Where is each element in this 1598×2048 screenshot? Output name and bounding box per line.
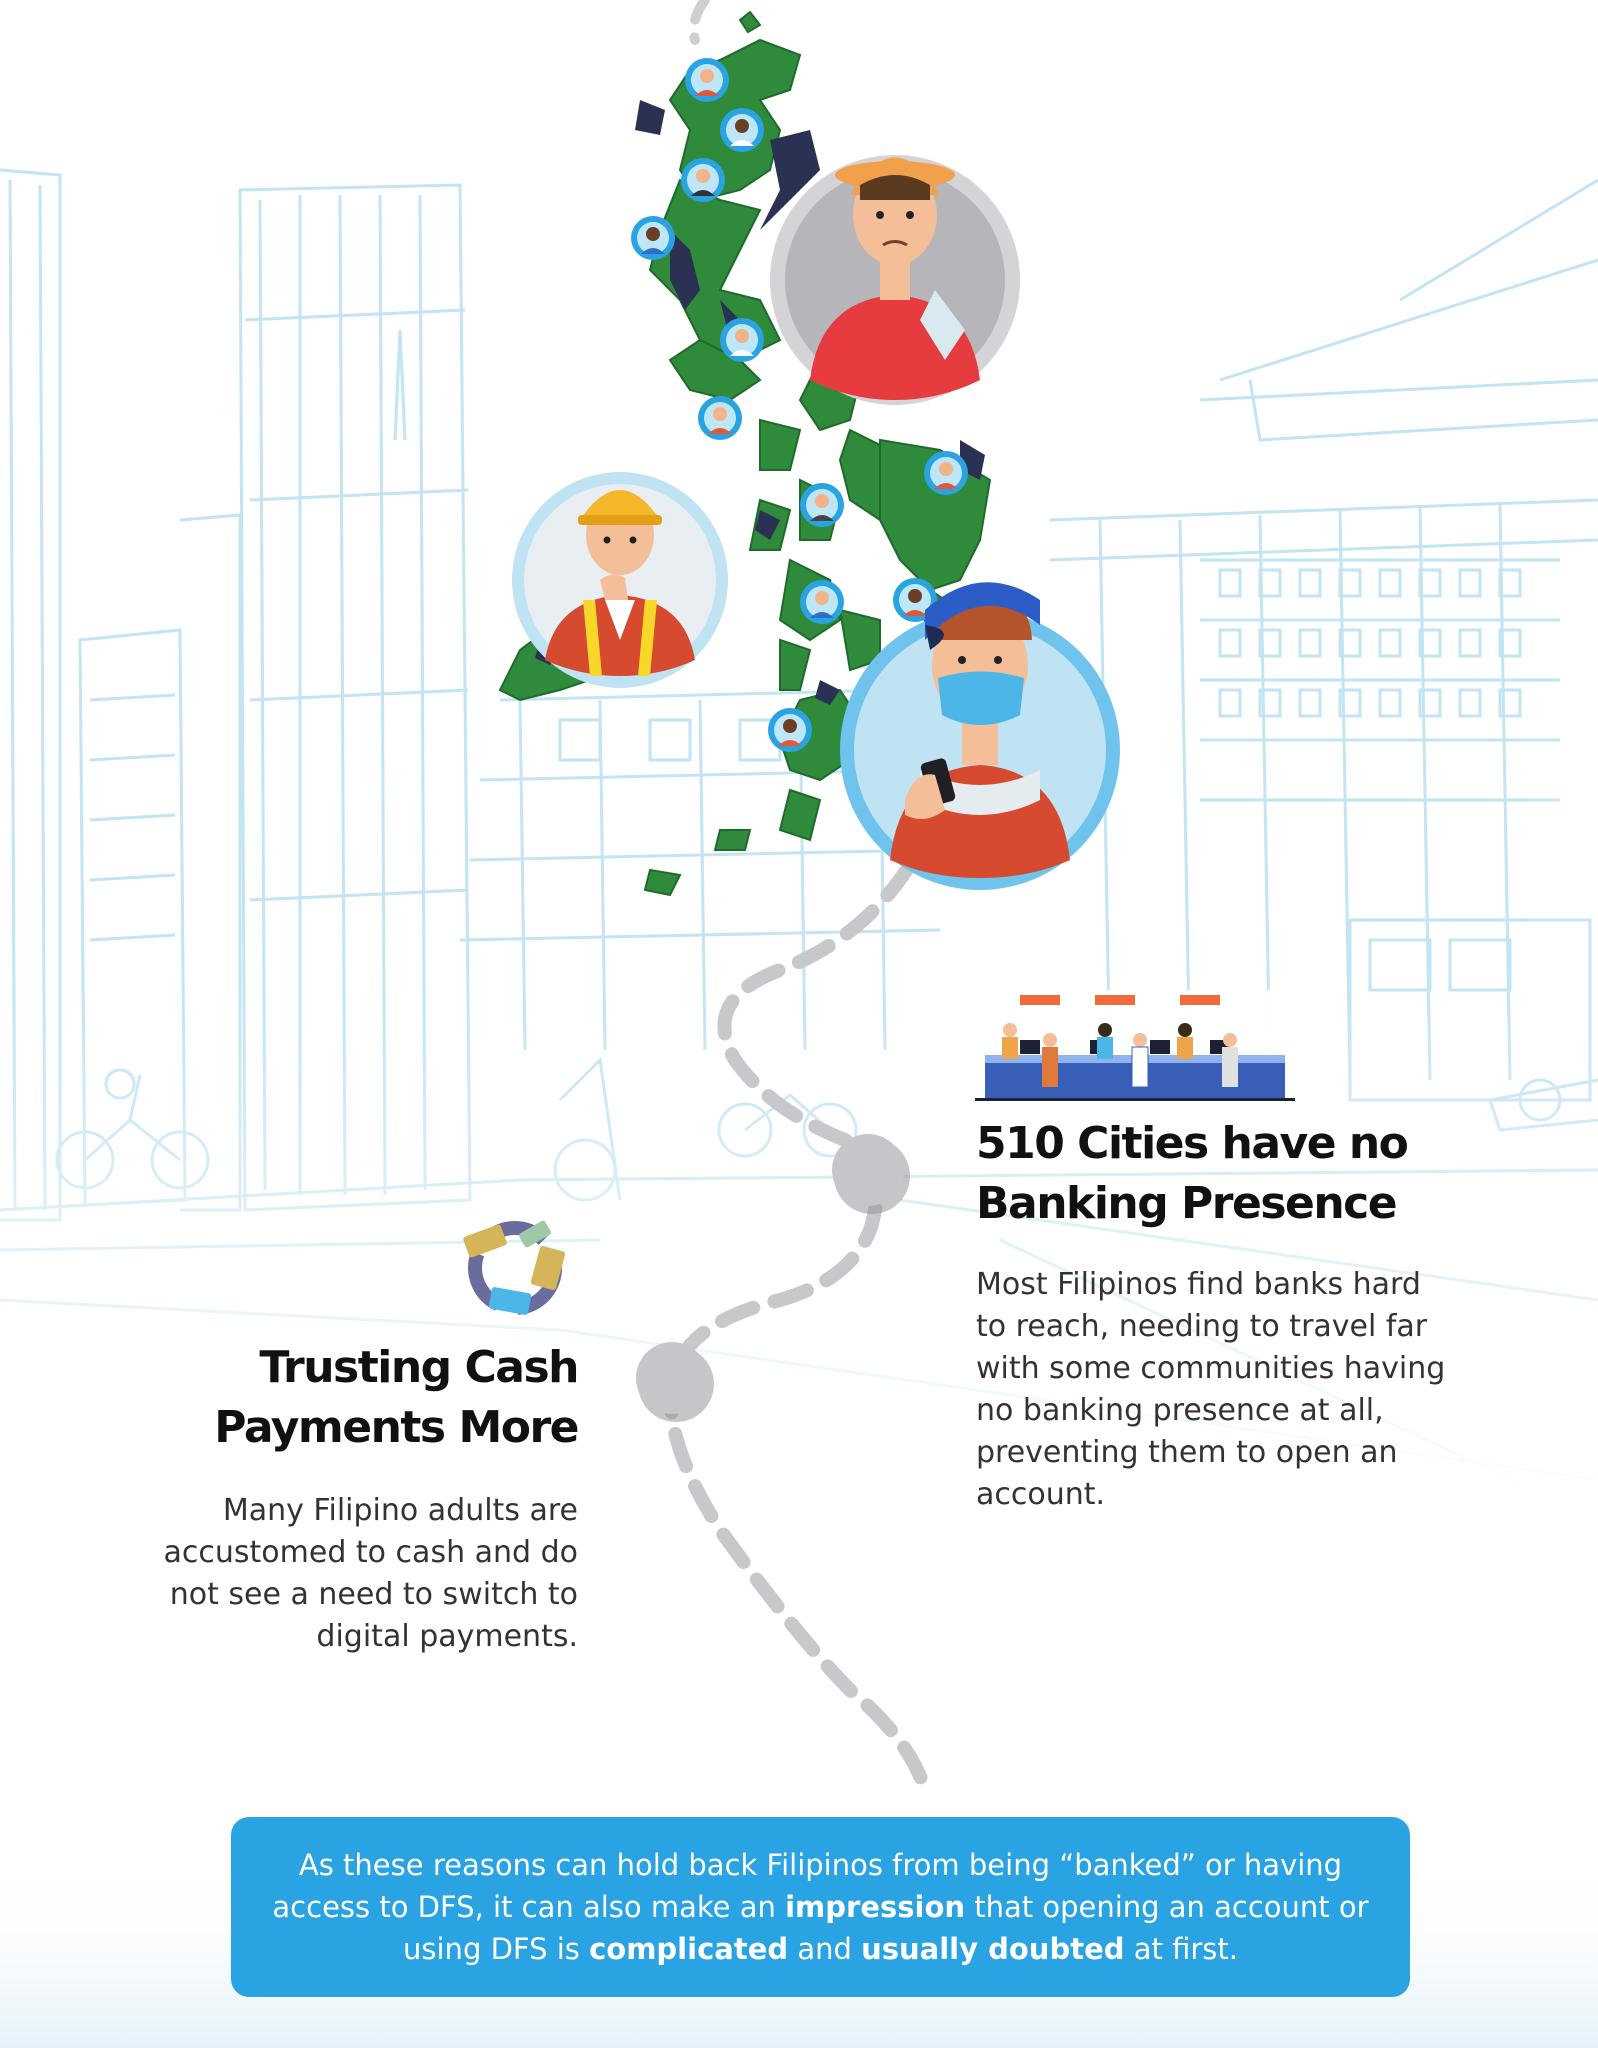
summary-bold-impression: impression (785, 1890, 966, 1924)
summary-part-4: at first. (1124, 1932, 1238, 1966)
map-pin-5 (720, 318, 764, 362)
map-pin-2 (720, 108, 764, 152)
cash-heading: Trusting Cash Payments More (160, 1338, 579, 1458)
summary-callout: As these reasons can hold back Filipinos… (231, 1817, 1410, 1997)
summary-text: As these reasons can hold back Filipinos… (271, 1844, 1370, 1970)
bank-counter-illustration (972, 990, 1297, 1101)
summary-part-2: that opening an account or using DFS is (403, 1890, 1369, 1966)
cities-body: Most Filipinos find banks hard to reach,… (976, 1267, 1446, 1512)
route-node-1 (832, 1134, 910, 1214)
map-pin-1 (685, 58, 729, 102)
cash-body: Many Filipino adults are accustomed to c… (163, 1493, 578, 1654)
construction-worker-avatar (512, 472, 728, 688)
cash-cycle-icon (463, 1220, 566, 1315)
farmer-avatar (770, 155, 1020, 405)
summary-bold-usually-doubted: usually doubted (861, 1932, 1125, 1966)
summary-bold-complicated: complicated (589, 1932, 789, 1966)
map-pin-3 (681, 158, 725, 202)
summary-part-1: As these reasons can hold back Filipinos… (272, 1848, 1343, 1924)
map-pin-4 (631, 216, 675, 260)
map-pin-11 (768, 708, 812, 752)
map-pin-9 (800, 580, 844, 624)
map-shadow-islands (535, 100, 985, 705)
cash-heading-line1: Trusting Cash (259, 1342, 579, 1393)
masked-man-avatar (840, 582, 1120, 890)
map-pin-6 (698, 396, 742, 440)
map-pin-8 (924, 451, 968, 495)
cities-heading-line2: Banking Presence (976, 1178, 1398, 1229)
route-node-2 (636, 1342, 714, 1422)
cash-heading-line2: Payments More (214, 1402, 579, 1453)
summary-part-3: and (788, 1932, 862, 1966)
map-pin-7 (800, 483, 844, 527)
cities-heading-line1: 510 Cities have no (976, 1118, 1409, 1169)
dashed-route (664, 0, 932, 1797)
cities-heading: 510 Cities have no Banking Presence (976, 1114, 1446, 1234)
map-avatar-pins (631, 58, 968, 752)
